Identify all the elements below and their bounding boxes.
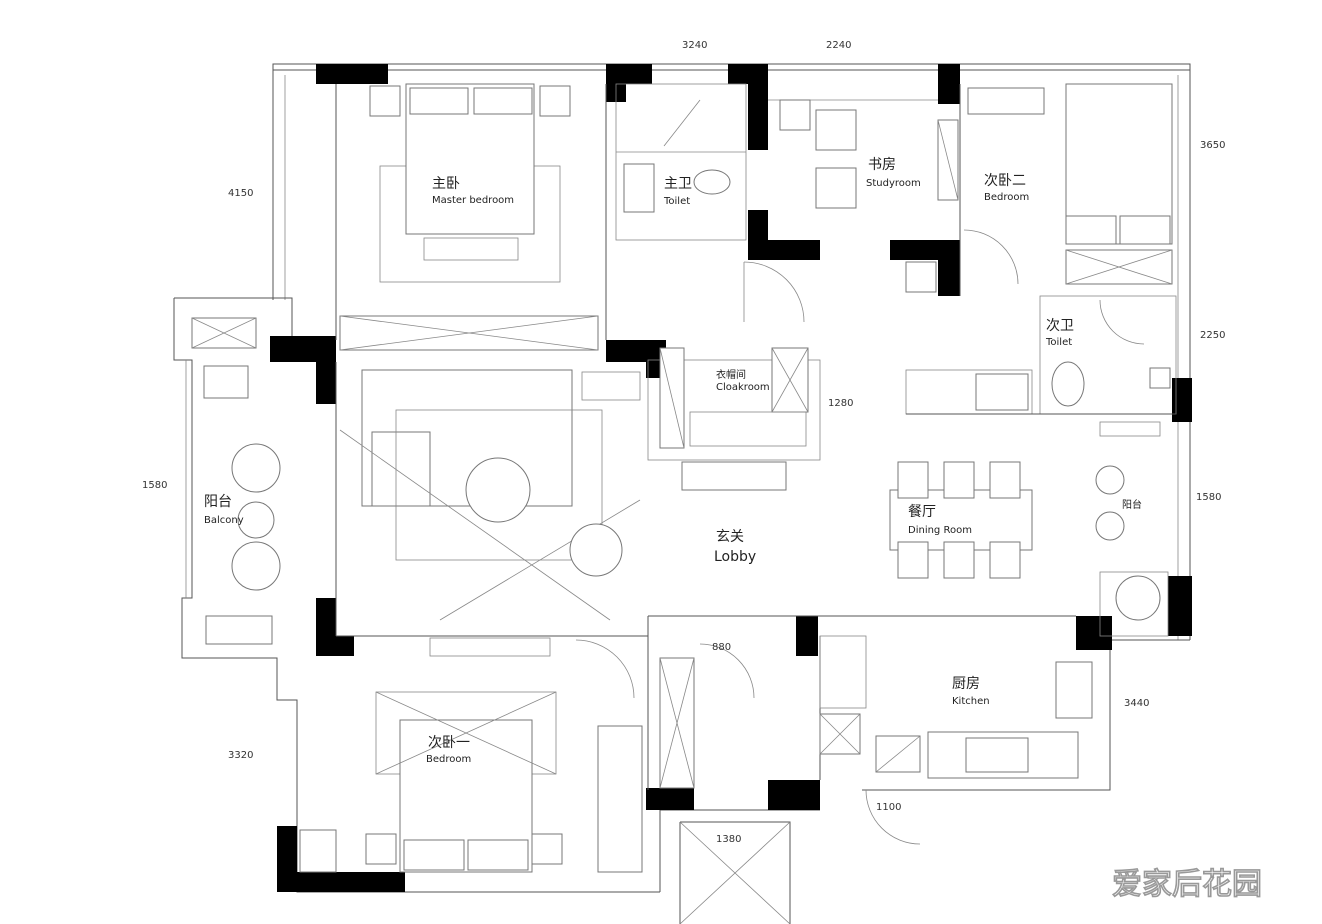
dim-kitchen-bottom: 1100 xyxy=(876,802,901,813)
master-bedroom-zh: 主卧 xyxy=(432,176,460,192)
master-toilet-fixtures xyxy=(623,99,731,213)
dining-furniture xyxy=(889,461,1161,621)
toilet-master-en: Toilet xyxy=(663,196,690,207)
toilet-2-zh: 次卫 xyxy=(1046,318,1074,334)
dining-en: Dining Room xyxy=(908,525,972,536)
dim-left-lower: 3320 xyxy=(228,750,253,761)
dim-bottom-shaft: 1380 xyxy=(716,834,741,845)
master-bed xyxy=(339,83,599,351)
study-en: Studyroom xyxy=(866,178,921,189)
dim-corridor: 880 xyxy=(712,642,731,653)
cloakroom-en: Cloakroom xyxy=(716,382,770,393)
watermark-text: 爱家后花园 xyxy=(1112,867,1262,902)
dim-left-balcony: 1580 xyxy=(142,480,167,491)
balcony-2-zh: 阳台 xyxy=(1122,498,1142,511)
balcony-1-furniture xyxy=(191,317,281,645)
dimension-labels: 3240 2240 4150 3650 2250 1580 1580 3320 … xyxy=(142,40,1225,845)
kitchen-fixtures xyxy=(819,635,1093,779)
corridor-cabinet xyxy=(659,657,695,789)
study-furniture xyxy=(779,99,959,293)
lobby-en: Lobby xyxy=(714,549,756,565)
dining-zh: 餐厅 xyxy=(908,504,936,520)
door-swings xyxy=(575,229,1145,845)
dim-left-upper: 4150 xyxy=(228,188,253,199)
cloakroom-fixtures xyxy=(659,347,809,491)
dim-top-mid: 2240 xyxy=(826,40,851,51)
kitchen-en: Kitchen xyxy=(952,696,990,707)
dim-top-left: 3240 xyxy=(682,40,707,51)
kitchen-zh: 厨房 xyxy=(952,676,980,692)
lobby-zh: 玄关 xyxy=(716,528,744,545)
bedroom-2-furniture xyxy=(967,83,1173,285)
bedroom-1-zh: 次卧一 xyxy=(428,735,470,751)
dim-right-mid: 2250 xyxy=(1200,330,1225,341)
master-bedroom-en: Master bedroom xyxy=(432,195,514,206)
dim-right-upper: 3650 xyxy=(1200,140,1225,151)
toilet-2-en: Toilet xyxy=(1045,337,1072,348)
toilet-2-fixtures xyxy=(975,361,1171,411)
bedroom-1-furniture xyxy=(299,691,643,873)
bedroom-2-zh: 次卧二 xyxy=(984,173,1026,189)
bedroom-1-en: Bedroom xyxy=(426,754,471,765)
bedroom-2-en: Bedroom xyxy=(984,192,1029,203)
dim-cloak-side: 1280 xyxy=(828,398,853,409)
cloakroom-zh: 衣帽间 xyxy=(716,368,746,381)
study-zh: 书房 xyxy=(868,157,896,173)
dim-right-lower: 3440 xyxy=(1124,698,1149,709)
balcony-1-en: Balcony xyxy=(204,515,244,526)
toilet-master-zh: 主卫 xyxy=(664,176,692,192)
dim-right-side: 1580 xyxy=(1196,492,1221,503)
balcony-1-zh: 阳台 xyxy=(204,494,232,510)
living-furniture xyxy=(339,369,641,657)
room-labels: 主卧 Master bedroom 主卫 Toilet 书房 Studyroom… xyxy=(204,157,1142,765)
